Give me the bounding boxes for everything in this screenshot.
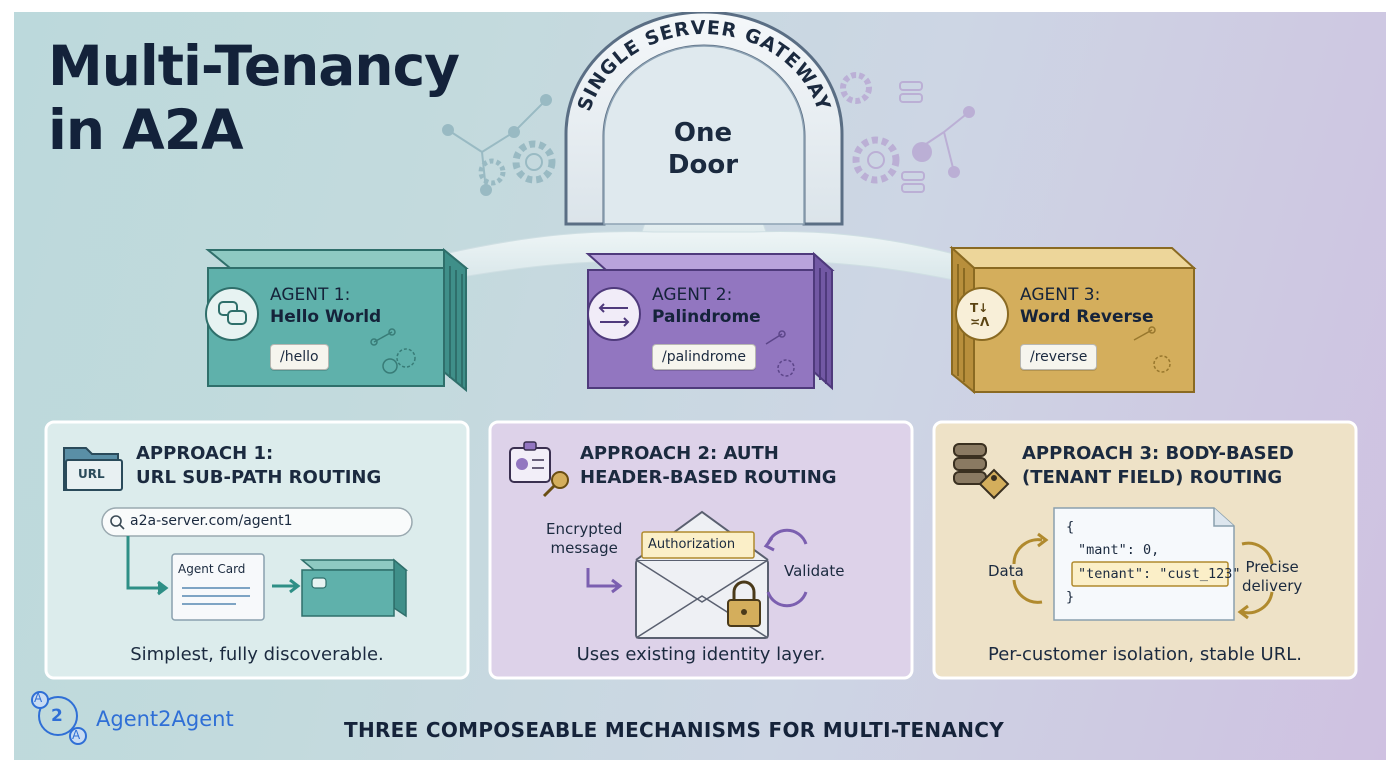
gateway-arch xyxy=(564,12,844,226)
json-line-4: } xyxy=(1066,589,1075,605)
agent-1-subtitle: Hello World xyxy=(270,307,382,327)
page-title: Multi-Tenancy in A2A xyxy=(48,34,460,162)
precise-label-line-1: Precise xyxy=(1245,558,1299,576)
approach-3-title-line-1: APPROACH 3: BODY-BASED xyxy=(1022,443,1294,464)
network-gears-left-icon xyxy=(442,94,556,196)
agent-3-subtitle: Word Reverse xyxy=(1020,307,1154,327)
approach-3-title-line-2: (TENANT FIELD) ROUTING xyxy=(1022,467,1283,488)
routing-arrow-1 xyxy=(126,536,301,596)
precise-delivery-label: Precise delivery xyxy=(1242,558,1302,596)
agent-card-label: Agent Card xyxy=(178,562,246,576)
encrypted-label-line-2: message xyxy=(550,539,618,557)
validate-label: Validate xyxy=(784,562,845,580)
json-line-3: "tenant": "cust_123" xyxy=(1078,566,1241,582)
agent-1-label: AGENT 1: Hello World xyxy=(270,284,381,328)
agent-3-label: AGENT 3: Word Reverse xyxy=(1020,284,1154,328)
door-line-2: Door xyxy=(667,150,739,180)
padlock-icon xyxy=(727,580,761,627)
logo-letter-a-top: A xyxy=(34,691,43,705)
approach-2-caption: Uses existing identity layer. xyxy=(576,644,826,665)
agent-3-name: AGENT 3: xyxy=(1020,285,1101,305)
approach-1-caption: Simplest, fully discoverable. xyxy=(130,644,384,665)
authorization-tag xyxy=(641,531,755,559)
approach-1-title: APPROACH 1: URL SUB-PATH ROUTING xyxy=(136,442,381,490)
mini-agent-box xyxy=(299,558,409,618)
agent-2-subtitle: Palindrome xyxy=(652,307,761,327)
json-line-2: "mant": 0, xyxy=(1078,542,1160,558)
data-label: Data xyxy=(988,562,1024,580)
logo-letter-a-bottom: A xyxy=(72,728,81,742)
precise-label-line-2: delivery xyxy=(1242,577,1303,595)
url-folder-icon xyxy=(63,447,123,491)
svg-text:T↓: T↓ xyxy=(970,301,988,315)
door-line-1: One xyxy=(673,118,733,148)
approach-3-title: APPROACH 3: BODY-BASED (TENANT FIELD) RO… xyxy=(1022,442,1294,490)
agent-1-name: AGENT 1: xyxy=(270,285,351,305)
agent-box-3: T↓≍Λ xyxy=(949,245,1197,395)
agent-1-path: /hello xyxy=(270,344,329,370)
validate-arrows xyxy=(586,528,808,608)
json-document xyxy=(1053,507,1235,621)
brand-name: Agent2Agent xyxy=(96,707,234,731)
approach-2-title: APPROACH 2: AUTH HEADER-BASED ROUTING xyxy=(580,442,837,490)
database-tag-icon xyxy=(953,443,1010,500)
authorization-label: Authorization xyxy=(648,537,736,552)
json-line-1: { xyxy=(1066,519,1075,535)
data-flow-arrows xyxy=(1012,532,1274,620)
svg-text:≍Λ: ≍Λ xyxy=(970,315,990,329)
url-text: a2a-server.com/agent1 xyxy=(130,513,293,529)
agent-3-path: /reverse xyxy=(1020,344,1098,370)
id-badge-key-icon xyxy=(509,441,569,498)
approach-3-caption: Per-customer isolation, stable URL. xyxy=(988,644,1302,665)
url-search-bar xyxy=(101,507,413,537)
encrypted-label-line-1: Encrypted xyxy=(546,520,623,538)
agent2agent-logo-icon xyxy=(31,691,87,745)
approach-1-title-line-2: URL SUB-PATH ROUTING xyxy=(136,467,382,488)
logo-digit-2: 2 xyxy=(51,706,63,726)
agent-2-name: AGENT 2: xyxy=(652,285,733,305)
agent-2-path: /palindrome xyxy=(652,344,756,370)
url-folder-label: URL xyxy=(78,467,105,481)
footer-caption: THREE COMPOSEABLE MECHANISMS FOR MULTI-T… xyxy=(344,718,1005,742)
network-gears-right-icon xyxy=(840,72,975,193)
title-line-1: Multi-Tenancy xyxy=(48,34,460,98)
title-line-2: in A2A xyxy=(48,98,244,162)
approach-1-title-line-1: APPROACH 1: xyxy=(136,443,274,464)
approach-2-title-line-1: APPROACH 2: AUTH xyxy=(580,443,779,464)
agent-2-label: AGENT 2: Palindrome xyxy=(652,284,761,328)
encrypted-message-label: Encrypted message xyxy=(546,520,622,558)
approach-2-title-line-2: HEADER-BASED ROUTING xyxy=(580,467,837,488)
infographic-canvas: SINGLE SERVER GATEWAY T↓≍Λ xyxy=(14,12,1386,760)
agent-card xyxy=(171,553,265,621)
